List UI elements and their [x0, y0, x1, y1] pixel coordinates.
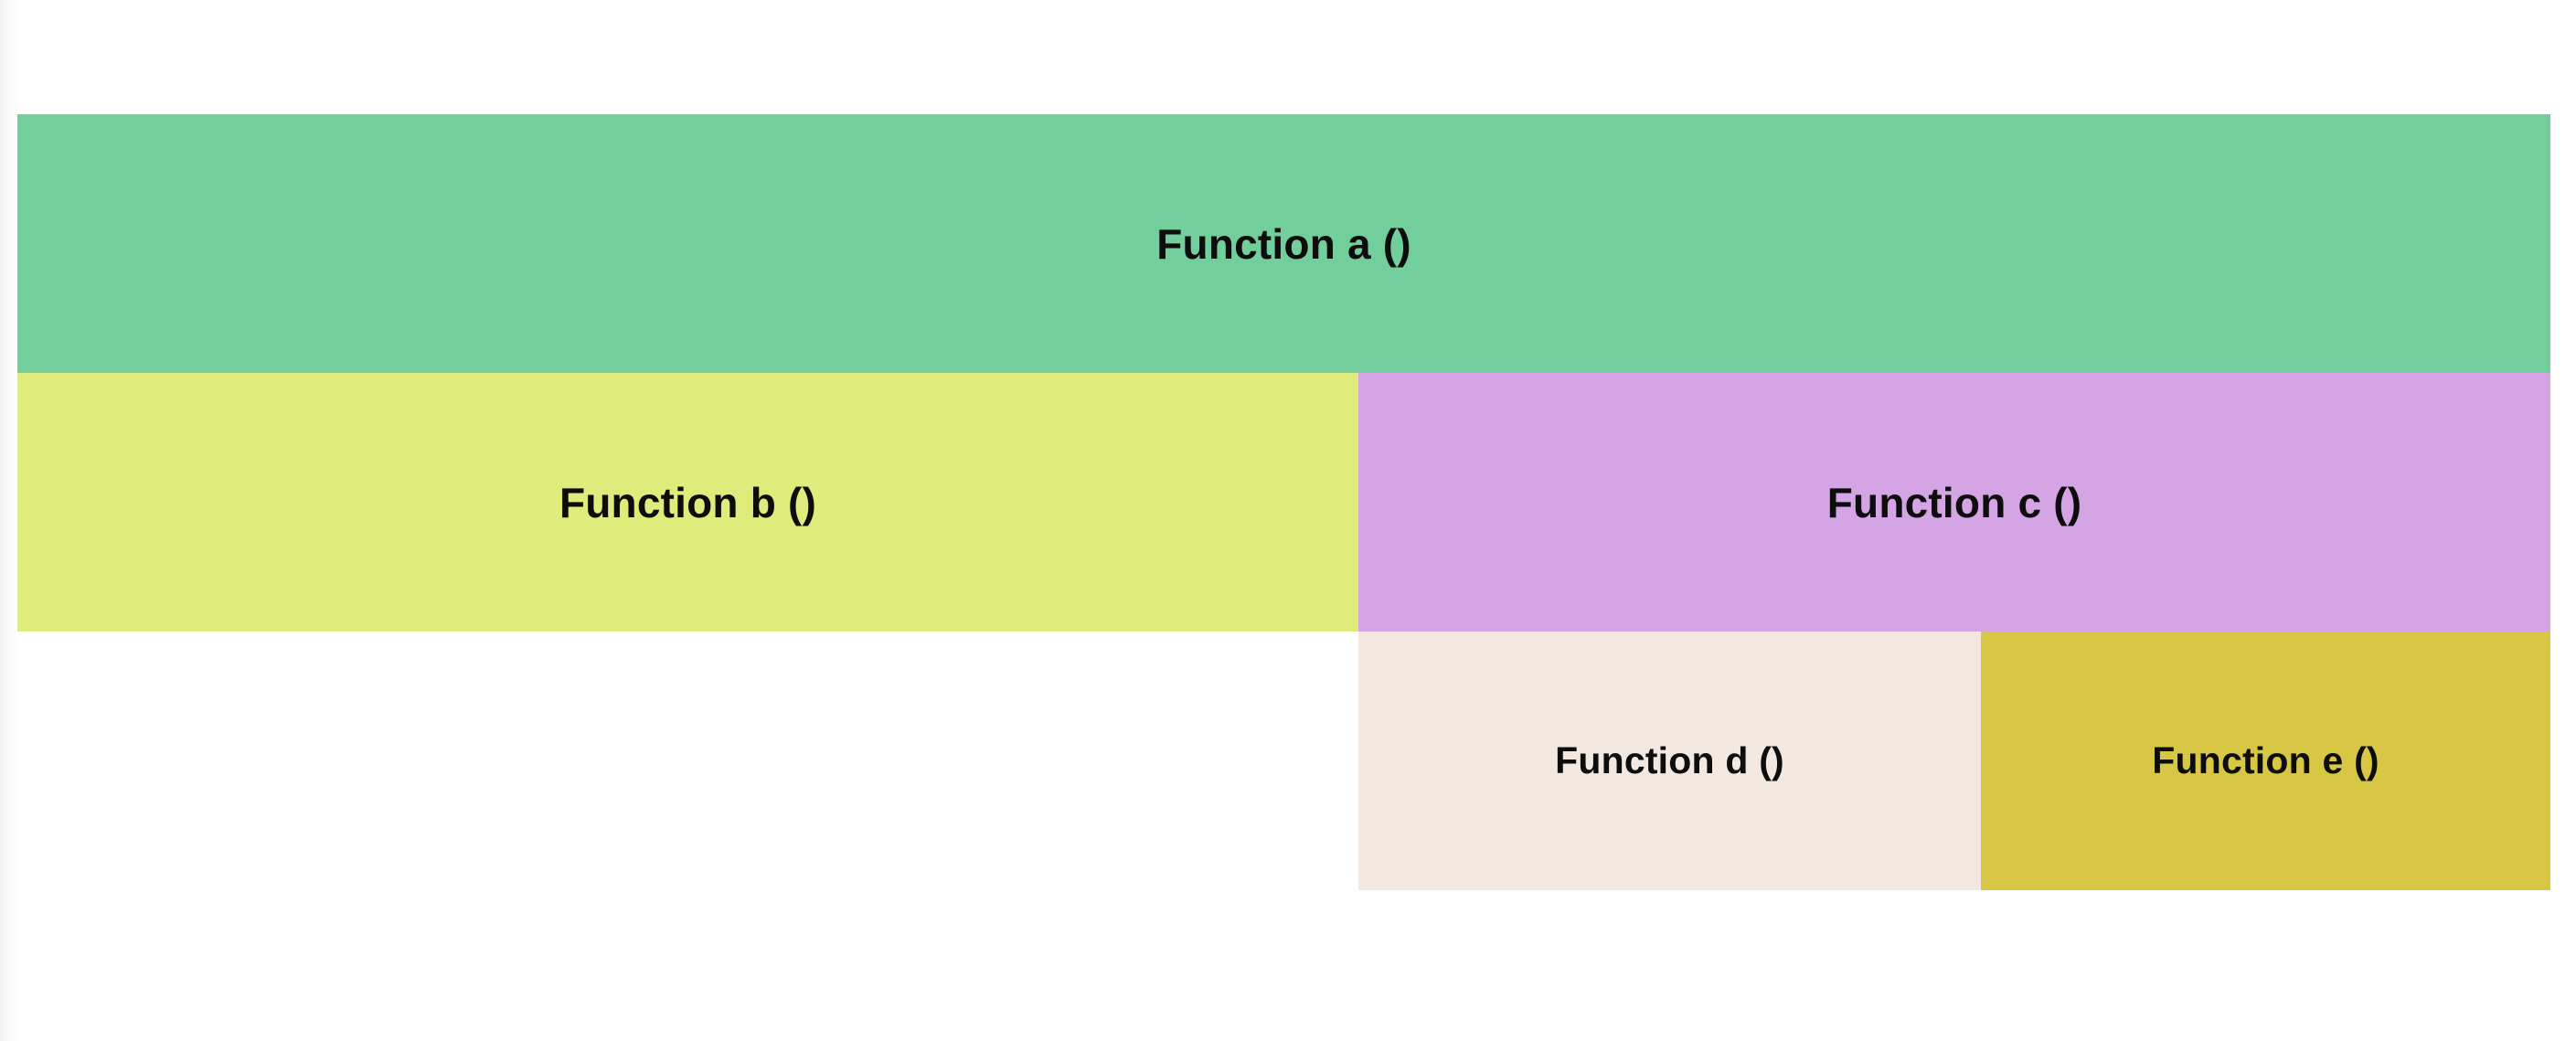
frame-label: Function c () — [1826, 478, 2082, 526]
frame-function-c[interactable]: Function c () — [1358, 373, 2550, 632]
frame-function-a[interactable]: Function a () — [17, 114, 2550, 373]
frame-label: Function d () — [1555, 739, 1784, 781]
frame-label: Function a () — [1156, 219, 1411, 268]
window-left-edge — [0, 0, 18, 1041]
frame-function-b[interactable]: Function b () — [17, 373, 1358, 632]
frame-label: Function b () — [559, 478, 817, 526]
frame-function-d[interactable]: Function d () — [1358, 632, 1981, 890]
frame-label: Function e () — [2152, 739, 2379, 781]
frame-function-e[interactable]: Function e () — [1981, 632, 2550, 890]
